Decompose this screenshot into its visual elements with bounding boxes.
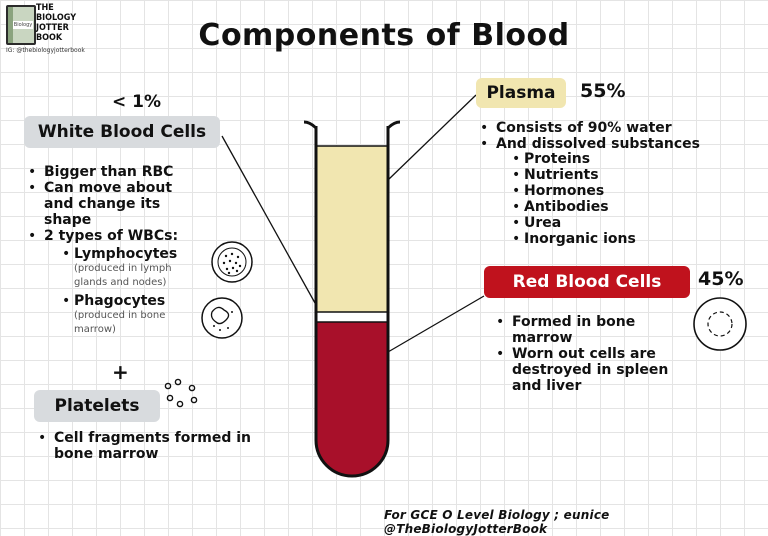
list-item: Lymphocytes (58, 246, 228, 262)
red-cell-layer (316, 322, 388, 476)
rbc-label: Red Blood Cells (484, 266, 690, 298)
plus-sign: + (112, 360, 129, 384)
list-item: And dissolved substances (476, 136, 736, 152)
lymphocyte-note: (produced in lymph glands and nodes) (74, 263, 172, 288)
tube-lip-left (303, 120, 318, 130)
logo-text: THE BIOLOGY JOTTER BOOK (36, 3, 77, 43)
tube-lip-right (386, 120, 401, 130)
list-item: Bigger than RBC (24, 164, 224, 180)
red-blood-cell-icon (693, 297, 747, 351)
rbc-percent: 45% (698, 268, 744, 290)
list-item: Formed in bone marrow (492, 314, 652, 346)
list-item: Worn out cells are destroyed in spleen a… (492, 346, 692, 394)
rbc-connector-line (387, 295, 485, 353)
wbc-points-list: Bigger than RBC Can move about and chang… (24, 164, 224, 244)
rbc-points-list: Formed in bone marrow Worn out cells are… (492, 314, 712, 394)
plasma-points-list: Consists of 90% water And dissolved subs… (476, 120, 736, 152)
wbc-connector-line (221, 135, 321, 313)
list-item: Can move about and change its shape (24, 180, 194, 228)
wbc-label: White Blood Cells (24, 116, 220, 148)
logo-book-icon: Biology (6, 5, 36, 45)
plasma-layer (316, 146, 388, 312)
list-item: Antibodies (508, 199, 708, 215)
logo-handle: IG: @thebiologyjotterbook (6, 47, 85, 54)
list-item: Inorganic ions (508, 231, 708, 247)
list-item: Nutrients (508, 167, 708, 183)
platelets-points-list: Cell fragments formed in bone marrow (34, 430, 294, 462)
list-item: Urea (508, 215, 708, 231)
test-tube-outline (314, 126, 390, 478)
wbc-percent: < 1% (112, 92, 162, 112)
plasma-substances-list: Proteins Nutrients Hormones Antibodies U… (508, 151, 708, 247)
platelets-icon (164, 378, 198, 408)
wbc-types-list: Lymphocytes (produced in lymph glands an… (58, 246, 228, 340)
list-item: Consists of 90% water (476, 120, 736, 136)
page-title: Components of Blood (198, 18, 570, 53)
plasma-percent: 55% (580, 80, 626, 102)
list-item: 2 types of WBCs: (24, 228, 224, 244)
list-item: Proteins (508, 151, 708, 167)
plasma-connector-line (387, 94, 477, 181)
list-item: Cell fragments formed in bone marrow (34, 430, 284, 462)
phagocyte-note: (produced in bone marrow) (74, 310, 166, 335)
list-item: Phagocytes (58, 293, 228, 309)
list-item: Hormones (508, 183, 708, 199)
plasma-label: Plasma (476, 78, 566, 108)
platelets-label: Platelets (34, 390, 160, 422)
buffy-coat-layer (316, 312, 388, 322)
